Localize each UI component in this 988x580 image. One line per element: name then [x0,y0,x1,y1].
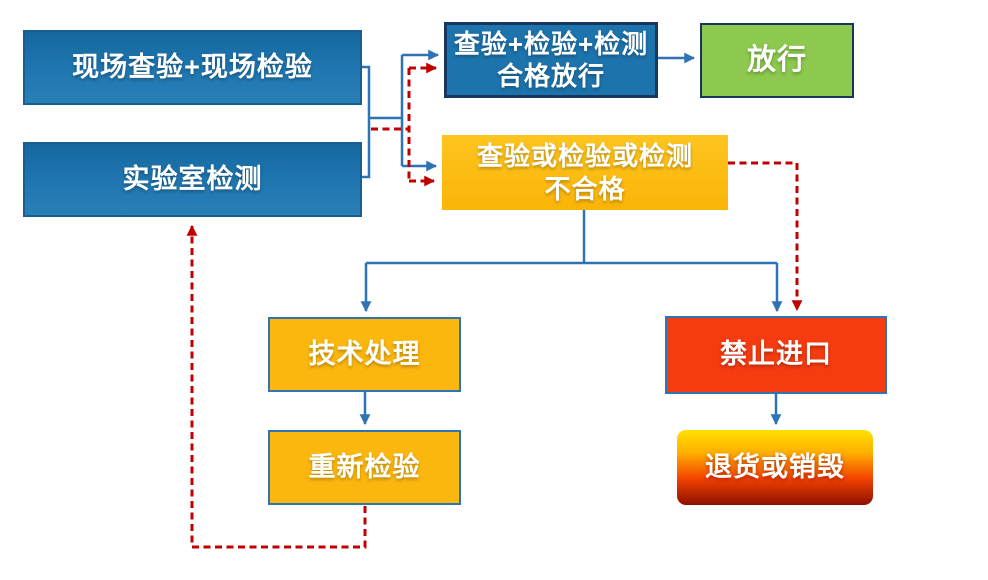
node-fail-label-line2: 不合格 [544,173,626,204]
node-prohibit-import: 禁止进口 [665,316,887,394]
red-feedback-loop [186,224,367,549]
node-technical-treatment: 技术处理 [268,317,461,392]
node-onsite-inspection: 现场查验+现场检验 [23,30,362,105]
red-arrow-fail-to-prohibit [728,161,803,312]
bracket-connector [362,65,371,179]
solid-blue-connectors [359,49,783,426]
node-release-label: 放行 [746,44,807,77]
node-lab-label: 实验室检测 [122,163,263,194]
node-return-or-destroy: 退货或销毁 [677,430,873,505]
node-release: 放行 [700,23,854,98]
node-onsite-label: 现场查验+现场检验 [72,51,313,82]
node-reinspection: 重新检验 [268,430,461,505]
node-lab-testing: 实验室检测 [23,142,362,217]
dashed-red-connectors [186,62,803,549]
node-unqualified: 查验或检验或检测 不合格 [442,135,728,210]
node-pass-label-line2: 合格放行 [496,61,605,91]
node-prohibit-label: 禁止进口 [720,339,832,370]
node-fail-label-line1: 查验或检验或检测 [476,141,693,171]
node-destroy-label: 退货或销毁 [705,451,845,482]
node-qualified-release: 查验+检验+检测 合格放行 [444,22,658,98]
node-pass-label-line1: 查验+检验+检测 [453,28,649,59]
node-reinspect-label: 重新检验 [308,451,421,482]
node-technical-label: 技术处理 [308,338,421,369]
